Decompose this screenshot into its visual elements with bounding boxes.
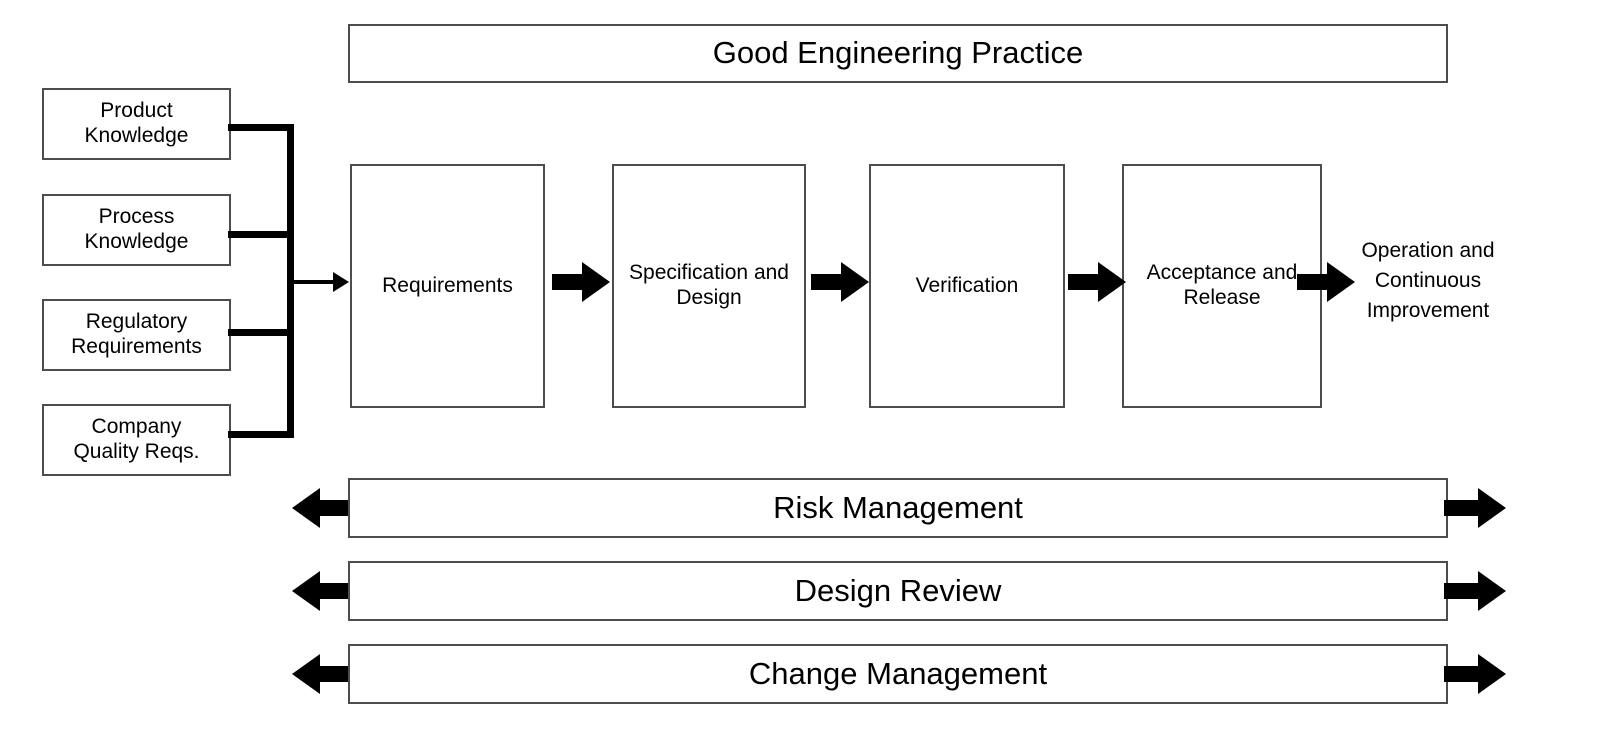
stage-line-1: Requirements	[382, 273, 513, 297]
input-line-1: Product	[100, 99, 173, 123]
stage-box-text: Requirements	[382, 274, 513, 299]
arrow-left-change-management	[292, 654, 354, 694]
terminal-line-3: Improvement	[1366, 298, 1490, 322]
banner-label: Good Engineering Practice	[712, 35, 1084, 71]
arrow-left-risk-management	[292, 488, 354, 528]
input-line-2: Knowledge	[84, 230, 189, 253]
input-line-1: Regulatory	[85, 310, 188, 334]
arrow-inputs-to-requirements-head	[333, 272, 349, 292]
arrow-head-right-icon	[1478, 654, 1506, 694]
arrow-requirements-to-specification	[552, 262, 610, 302]
arrow-head-right-icon	[841, 262, 869, 302]
good-engineering-practice-banner: Good Engineering Practice	[348, 24, 1448, 83]
arrow-shaft	[314, 500, 354, 516]
arrow-right-change-management	[1444, 654, 1506, 694]
bar-label: Design Review	[794, 572, 1002, 608]
stage-box-text: Specification and Design	[614, 261, 804, 311]
arrow-shaft	[552, 274, 588, 290]
stage-line-1: Acceptance	[1146, 261, 1257, 285]
connector-bus-vertical	[287, 124, 294, 438]
input-box-regulatory-requirements: Regulatory Requirements	[42, 299, 231, 371]
arrow-head-right-icon	[1098, 262, 1126, 302]
arrow-specification-to-verification	[811, 262, 869, 302]
stage-line-1: Verification	[915, 273, 1019, 297]
bar-risk-management: Risk Management	[348, 478, 1448, 538]
stage-box-text: Acceptance and Release	[1124, 261, 1320, 311]
arrow-head-left-icon	[292, 488, 320, 528]
stage-line-2: and Design	[676, 261, 789, 309]
input-box-text: Company Quality Reqs.	[73, 415, 199, 465]
input-box-process-knowledge: Process Knowledge	[42, 194, 231, 266]
stage-box-acceptance-and-release: Acceptance and Release	[1122, 164, 1322, 408]
connector-line-process-knowledge	[228, 231, 294, 238]
input-box-product-knowledge: Product Knowledge	[42, 88, 231, 160]
input-line-2: Knowledge	[84, 124, 189, 147]
bar-label: Change Management	[748, 655, 1048, 691]
terminal-line-2: Continuous	[1374, 268, 1482, 292]
connector-line-regulatory-requirements	[228, 329, 294, 336]
stage-line-2: and Release	[1183, 261, 1298, 309]
bar-design-review: Design Review	[348, 561, 1448, 621]
arrow-shaft	[1444, 666, 1484, 682]
stage-line-1: Specification	[629, 261, 749, 285]
bar-change-management: Change Management	[348, 644, 1448, 704]
arrow-shaft	[1297, 274, 1333, 290]
arrow-head-right-icon	[582, 262, 610, 302]
connector-line-product-knowledge	[228, 124, 294, 131]
arrow-shaft	[314, 583, 354, 599]
input-box-company-quality-reqs: Company Quality Reqs.	[42, 404, 231, 476]
arrow-head-right-icon	[1327, 262, 1355, 302]
arrow-inputs-to-requirements-shaft	[293, 280, 335, 284]
arrow-verification-to-acceptance	[1068, 262, 1126, 302]
terminal-line-1: Operation and	[1361, 239, 1495, 262]
arrow-head-left-icon	[292, 654, 320, 694]
input-box-text: Regulatory Requirements	[71, 310, 202, 360]
input-line-2: Quality Reqs.	[73, 440, 200, 463]
arrow-head-right-icon	[1478, 488, 1506, 528]
arrow-shaft	[1444, 500, 1484, 516]
input-line-1: Company	[91, 415, 182, 439]
stage-box-text: Verification	[916, 274, 1019, 299]
arrow-acceptance-to-operation	[1297, 262, 1355, 302]
stage-box-verification: Verification	[869, 164, 1065, 408]
stage-box-requirements: Requirements	[350, 164, 545, 408]
arrow-shaft	[1068, 274, 1104, 290]
arrow-head-right-icon	[1478, 571, 1506, 611]
arrow-shaft	[1444, 583, 1484, 599]
stage-box-specification-and-design: Specification and Design	[612, 164, 806, 408]
arrow-shaft	[314, 666, 354, 682]
input-line-2: Requirements	[71, 335, 202, 358]
input-box-text: Process Knowledge	[85, 205, 189, 255]
input-line-1: Process	[98, 205, 175, 229]
arrow-right-risk-management	[1444, 488, 1506, 528]
bar-label: Risk Management	[773, 489, 1023, 525]
terminal-label-operation-and-continuous-improvement: Operation and Continuous Improvement	[1348, 236, 1508, 325]
connector-line-company-quality-reqs	[228, 431, 294, 438]
arrow-left-design-review	[292, 571, 354, 611]
arrow-right-design-review	[1444, 571, 1506, 611]
input-box-text: Product Knowledge	[85, 99, 189, 149]
arrow-shaft	[811, 274, 847, 290]
arrow-head-left-icon	[292, 571, 320, 611]
